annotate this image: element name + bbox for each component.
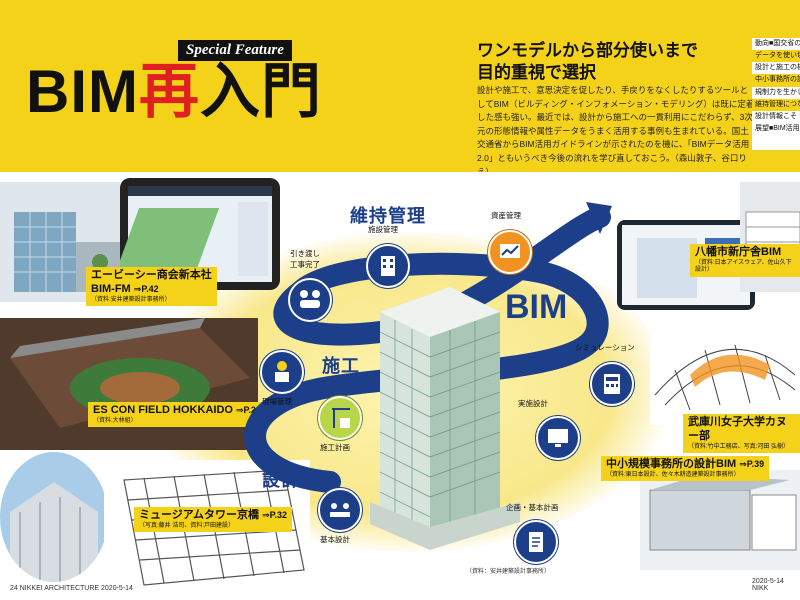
small-office-name: 中小規模事務所の設計BIM: [606, 458, 737, 470]
asset-management-label: 資産管理: [491, 211, 521, 220]
handshake-icon: [300, 290, 320, 308]
sidebar-item: 維持管理につな: [752, 98, 800, 111]
abc-page-ref: ⇒P.42: [133, 283, 159, 294]
escon-case-label: ES CON FIELD HOKKAIDO ⇒P.28 （資料:大林組）: [88, 402, 266, 428]
construction-planning-label: 施工計画: [320, 443, 350, 452]
sidebar-item: 規制力を生かし: [755, 88, 800, 96]
escon-page-ref: ⇒P.28: [236, 405, 261, 415]
handover-label: 引き渡し 工事完了: [290, 249, 320, 269]
title-bim: BIM: [26, 58, 139, 125]
yawata-name: 八幡市新庁舎BIM: [695, 246, 782, 258]
yawata-credit: （資料:日本アイスウェア、佐山久下設計）: [695, 259, 792, 274]
sidebar-item: データを使い切: [752, 50, 800, 63]
sidebar-item: 設計情報こそ: [755, 112, 797, 120]
meeting-icon: [330, 503, 350, 517]
small-office-case-label: 中小規模事務所の設計BIM ⇒P.39 （資料:東日本設計、佐々木耕造建築設計事…: [601, 456, 770, 482]
subtitle-line2: 目的重視で選択: [477, 63, 596, 83]
stage-construction: 施工: [322, 356, 360, 376]
bim-lifecycle-diagram: [244, 202, 612, 550]
yawata-case-label: 八幡市新庁舎BIM （資料:日本アイスウェア、佐山久下設計）: [690, 244, 800, 277]
chart-icon: [500, 244, 520, 258]
calculator-icon: [604, 374, 620, 394]
diagram-credit: （資料：安井建築設計事務所）: [466, 569, 551, 575]
museum-case-label: ミュージアムタワー京橋 ⇒P.32 （写真:藤井 浩司、資料:戸田建設）: [134, 507, 292, 533]
spiral-arrow-head: [586, 202, 612, 234]
escon-credit: （資料:大林組）: [93, 417, 137, 424]
abc-name2: BIM-FM: [91, 282, 131, 295]
escon-name: ES CON FIELD HOKKAIDO: [93, 404, 233, 416]
abc-name: エービーシー商会新本社: [91, 269, 212, 281]
planning-node: [514, 520, 558, 564]
facility-management-label: 施設管理: [368, 225, 398, 234]
bim-building-model: [370, 287, 520, 550]
bim-label: BIM: [505, 288, 568, 326]
abc-building-image: [0, 182, 120, 302]
feature-title: BIM再入門: [26, 62, 322, 122]
abc-credit: （資料:安井建築設計事務所）: [91, 296, 171, 303]
title-re: 再: [138, 58, 200, 125]
museum-page-ref: ⇒P.32: [262, 510, 287, 520]
basic-design-node: [318, 488, 362, 532]
mukogawa-credit: （資料:竹中工務店、写真:河田 弘樹）: [688, 443, 790, 450]
museum-name: ミュージアムタワー京橋: [139, 509, 260, 521]
museum-credit: （写真:藤井 浩司、資料:戸田建設）: [139, 522, 235, 529]
page-footer-right: 2020-5-14 NIKK: [752, 578, 784, 592]
special-feature-badge: Special Feature: [178, 40, 292, 61]
yawata-tablet-image: [617, 220, 755, 310]
title-nyumon: 入門: [199, 58, 322, 125]
facility-management-node: [366, 244, 410, 288]
detail-design-node: [536, 416, 580, 460]
abc-case-label: エービーシー商会新本社 BIM-FM ⇒P.42 （資料:安井建築設計事務所）: [86, 267, 217, 306]
contents-sidebar: 動向■国交省の データを使い切 設計と施工の橋 中小事務所の設 規制力を生かし …: [752, 38, 800, 150]
museum-photo: [0, 452, 108, 582]
site-management-node: [260, 350, 304, 394]
mukogawa-case-label: 武庫川女子大学カヌー部 （資料:竹中工務店、写真:河田 弘樹）: [683, 414, 800, 453]
simulation-node: [590, 362, 634, 406]
monitor-icon: [548, 429, 568, 447]
sidebar-item: 中小事務所の設: [752, 74, 800, 87]
site-management-label: 現場管理: [262, 397, 292, 406]
clipboard-icon: [529, 532, 543, 552]
planning-label: 企画・基本計画: [506, 503, 559, 512]
simulation-label: シミュレーション: [575, 343, 635, 352]
construction-planning-node: [318, 396, 362, 440]
small-office-credit: （資料:東日本設計、佐々木耕造建築設計事務所）: [606, 471, 740, 478]
sidebar-item: 動向■国交省の: [755, 40, 800, 47]
stage-maintenance: 維持管理: [350, 206, 426, 226]
mukogawa-frame-image: [650, 315, 800, 425]
mukogawa-name: 武庫川女子大学カヌー部: [688, 416, 787, 442]
detail-design-label: 実施設計: [518, 399, 548, 408]
sidebar-item: 設計と施工の橋: [755, 64, 800, 72]
handover-node: [288, 278, 332, 322]
page-footer-left: 24 NIKKEI ARCHITECTURE 2020-5-14: [10, 585, 133, 592]
asset-management-node: [488, 230, 532, 274]
sidebar-item: 展望■BIM活用: [755, 124, 800, 132]
lead-paragraph: 設計や施工で、意思決定を促したり、手戻りをなくしたりするツールとしてBIM（ビル…: [477, 85, 755, 177]
crane-icon: [332, 408, 350, 428]
basic-design-label: 基本設計: [320, 535, 350, 544]
building-icon: [381, 256, 395, 276]
subtitle: ワンモデルから部分使いまで 目的重視で選択: [477, 40, 757, 84]
small-office-page-ref: ⇒P.39: [739, 459, 765, 469]
subtitle-line1: ワンモデルから部分使いまで: [477, 41, 698, 60]
stage-design: 設計: [262, 470, 300, 490]
worker-icon: [275, 361, 289, 382]
